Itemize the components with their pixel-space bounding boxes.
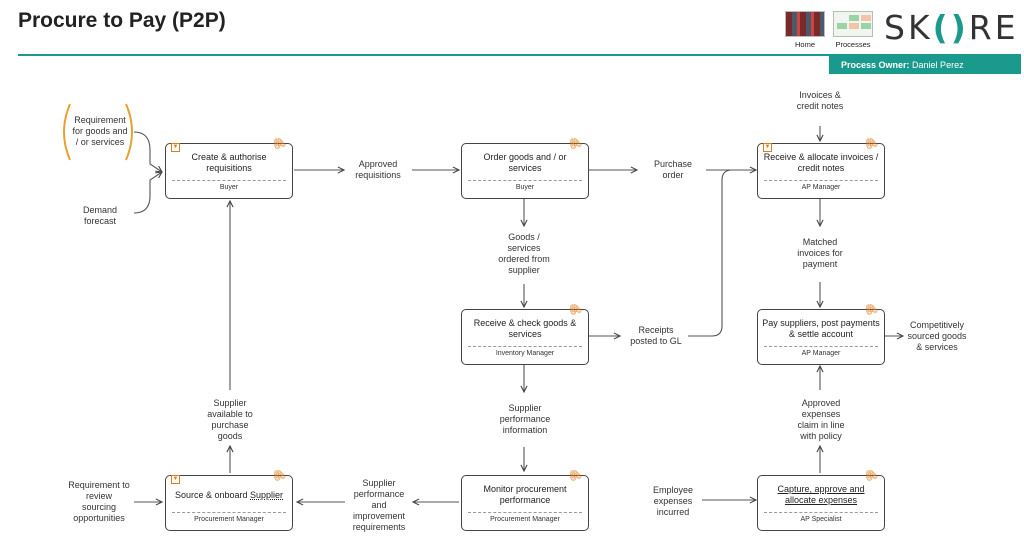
processes-label: Processes bbox=[835, 40, 871, 49]
invoices-credit-notes-label: Invoices &credit notes bbox=[796, 90, 844, 111]
capture-expenses-step[interactable]: 🖇 Capture, approve and allocate expenses… bbox=[757, 467, 885, 531]
demand-connector bbox=[133, 172, 162, 214]
home-label: Home bbox=[794, 40, 815, 49]
step-divider bbox=[468, 512, 582, 513]
owner-label: Process Owner: bbox=[841, 60, 910, 70]
step-divider bbox=[468, 346, 582, 347]
receive-check-goods-step[interactable]: 🖇 Receive & check goods & services Inven… bbox=[461, 301, 589, 365]
capture-expenses-link[interactable]: Capture, approve and allocate expenses bbox=[777, 484, 865, 505]
step-role: Procurement Manager bbox=[194, 516, 264, 523]
step-role: Procurement Manager bbox=[490, 516, 560, 523]
order-goods-step[interactable]: 🖇 Order goods and / or services Buyer bbox=[461, 135, 589, 199]
source-onboard-supplier-step[interactable]: ▼ 🖇 Source & onboard Supplier Procuremen… bbox=[165, 467, 293, 531]
step-role: AP Specialist bbox=[800, 516, 842, 523]
step-label: Monitor procurement performance bbox=[483, 484, 567, 505]
orange-bracket-left bbox=[63, 103, 71, 161]
step-label: Receive & allocate invoices / credit not… bbox=[763, 152, 879, 173]
step-role: AP Manager bbox=[801, 184, 841, 191]
step-divider bbox=[172, 512, 286, 513]
monitor-procurement-step[interactable]: 🖇 Monitor procurement performance Procur… bbox=[461, 467, 589, 531]
step-label: Pay suppliers, post payments & settle ac… bbox=[762, 318, 880, 339]
step-divider bbox=[764, 346, 878, 347]
owner-name: Daniel Perez bbox=[912, 60, 964, 70]
step-divider bbox=[468, 180, 582, 181]
receive-invoices-step[interactable]: ▼ 🖇 Receive & allocate invoices / credit… bbox=[757, 135, 885, 199]
page-title: Procure to Pay (P2P) bbox=[18, 9, 226, 32]
step-role: Buyer bbox=[219, 184, 239, 191]
step-label: Create & authorise requisitions bbox=[191, 152, 267, 173]
home-thumbnail-icon bbox=[785, 11, 825, 37]
step-role: Buyer bbox=[515, 184, 535, 191]
processes-thumbnail-icon bbox=[833, 11, 873, 37]
step-label: Source & onboard Supplier bbox=[174, 489, 284, 500]
dropdown-flag-icon[interactable]: ▼ bbox=[171, 143, 180, 152]
step-role: AP Manager bbox=[801, 350, 841, 357]
step-role: Inventory Manager bbox=[495, 350, 555, 357]
pay-suppliers-step[interactable]: 🖇 Pay suppliers, post payments & settle … bbox=[757, 301, 885, 365]
create-requisitions-step[interactable]: ▼ 🖇 Create & authorise requisitions Buye… bbox=[165, 135, 293, 199]
process-owner-banner: Process Owner: Daniel Perez bbox=[829, 56, 1021, 74]
req-goods-connector bbox=[133, 131, 162, 172]
step-divider bbox=[764, 512, 878, 513]
processes-nav[interactable]: Processes bbox=[831, 11, 875, 49]
step-label: Order goods and / or services bbox=[483, 152, 567, 173]
skore-logo: SK()RE bbox=[884, 8, 1019, 47]
dropdown-flag-icon[interactable]: ▼ bbox=[171, 475, 180, 484]
step-divider bbox=[172, 180, 286, 181]
dropdown-flag-icon[interactable]: ▼ bbox=[763, 143, 772, 152]
header-divider bbox=[18, 54, 1021, 56]
home-nav[interactable]: Home bbox=[783, 11, 827, 49]
orange-bracket-right bbox=[125, 103, 133, 161]
step-label: Receive & check goods & services bbox=[473, 318, 577, 339]
step-divider bbox=[764, 180, 878, 181]
